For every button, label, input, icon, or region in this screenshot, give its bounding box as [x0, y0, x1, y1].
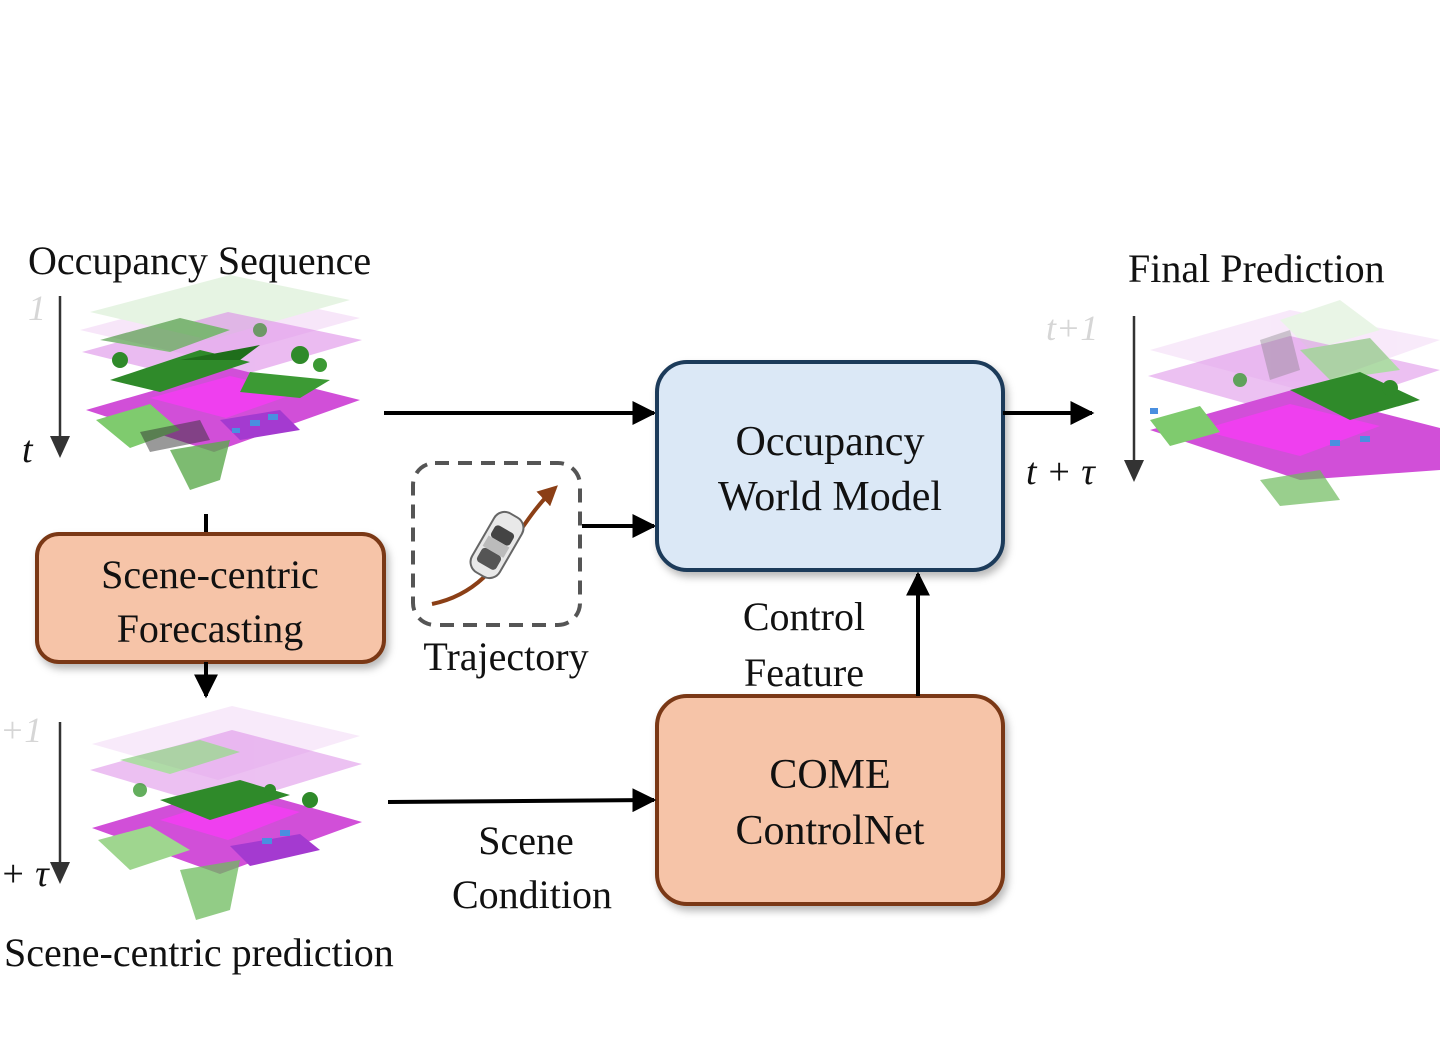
- final-time-arrowhead: [1124, 460, 1144, 482]
- final-prediction-image: [1148, 300, 1440, 506]
- final-prediction-label: Final Prediction: [1128, 246, 1385, 291]
- scene-centric-prediction-label: Scene-centric prediction: [4, 930, 394, 975]
- input-time-arrowhead: [50, 436, 70, 458]
- scene-condition-arrow: [387, 788, 657, 813]
- input-time-start-label: 1: [28, 288, 46, 328]
- control-feature-label-line-1: Control: [743, 594, 865, 639]
- control-feature-label-line-2: Feature: [744, 650, 864, 695]
- trajectory-label: Trajectory: [423, 634, 588, 679]
- input-time-end-label: t: [22, 429, 34, 471]
- forecasting-box-line-1: Scene-centric: [101, 552, 319, 597]
- scene-time-arrowhead: [50, 862, 70, 884]
- controlnet-box-line-2: ControlNet: [736, 808, 925, 854]
- car-icon: [469, 510, 525, 580]
- scene-condition-label-line-2: Condition: [452, 872, 612, 917]
- scene-centric-forecasting-box: [35, 532, 386, 664]
- world-model-box-line-2: World Model: [718, 474, 942, 520]
- trajectory-dashed-box: [411, 461, 582, 627]
- scene-time-end-label: + τ: [0, 853, 50, 895]
- occupancy-sequence-label: Occupancy Sequence: [28, 238, 371, 283]
- final-time-end-label: t + τ: [1026, 451, 1096, 493]
- scene-condition-label-line-1: Scene: [478, 818, 574, 863]
- world-model-box-line-1: Occupancy: [736, 419, 925, 465]
- scene-time-start-label: +1: [0, 710, 42, 750]
- occupancy-world-model-box: [655, 360, 1005, 572]
- come-controlnet-box: [655, 694, 1005, 906]
- controlnet-box-line-1: COME: [769, 752, 890, 798]
- forecasting-box-line-2: Forecasting: [117, 606, 304, 651]
- scene-centric-prediction-image: [90, 706, 362, 920]
- input-occupancy-stack-image: [80, 275, 362, 490]
- final-time-start-label: t+1: [1046, 308, 1098, 348]
